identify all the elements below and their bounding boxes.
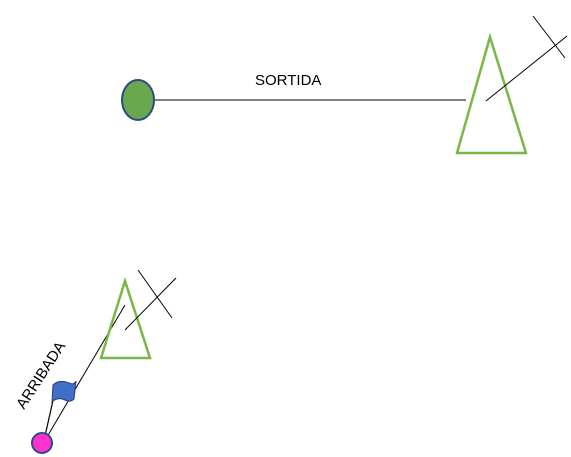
flag-icon bbox=[51, 380, 77, 404]
finish-label: ARRIBADA bbox=[13, 339, 69, 413]
finish-mark-magenta-circle bbox=[31, 432, 53, 454]
finish-buoy-triangle bbox=[99, 276, 152, 360]
finish-buoy-cross bbox=[137, 269, 173, 319]
finish-line bbox=[43, 304, 126, 443]
finish-line-group: ARRIBADA bbox=[13, 269, 177, 454]
start-label: SORTIDA bbox=[255, 72, 321, 89]
start-buoy-triangle bbox=[455, 32, 528, 155]
start-buoy-pole bbox=[485, 35, 568, 102]
start-buoy-cross bbox=[532, 15, 566, 59]
finish-buoy-pole bbox=[124, 277, 177, 331]
start-mark-green-circle bbox=[121, 79, 155, 121]
start-line-group: SORTIDA bbox=[121, 15, 568, 155]
